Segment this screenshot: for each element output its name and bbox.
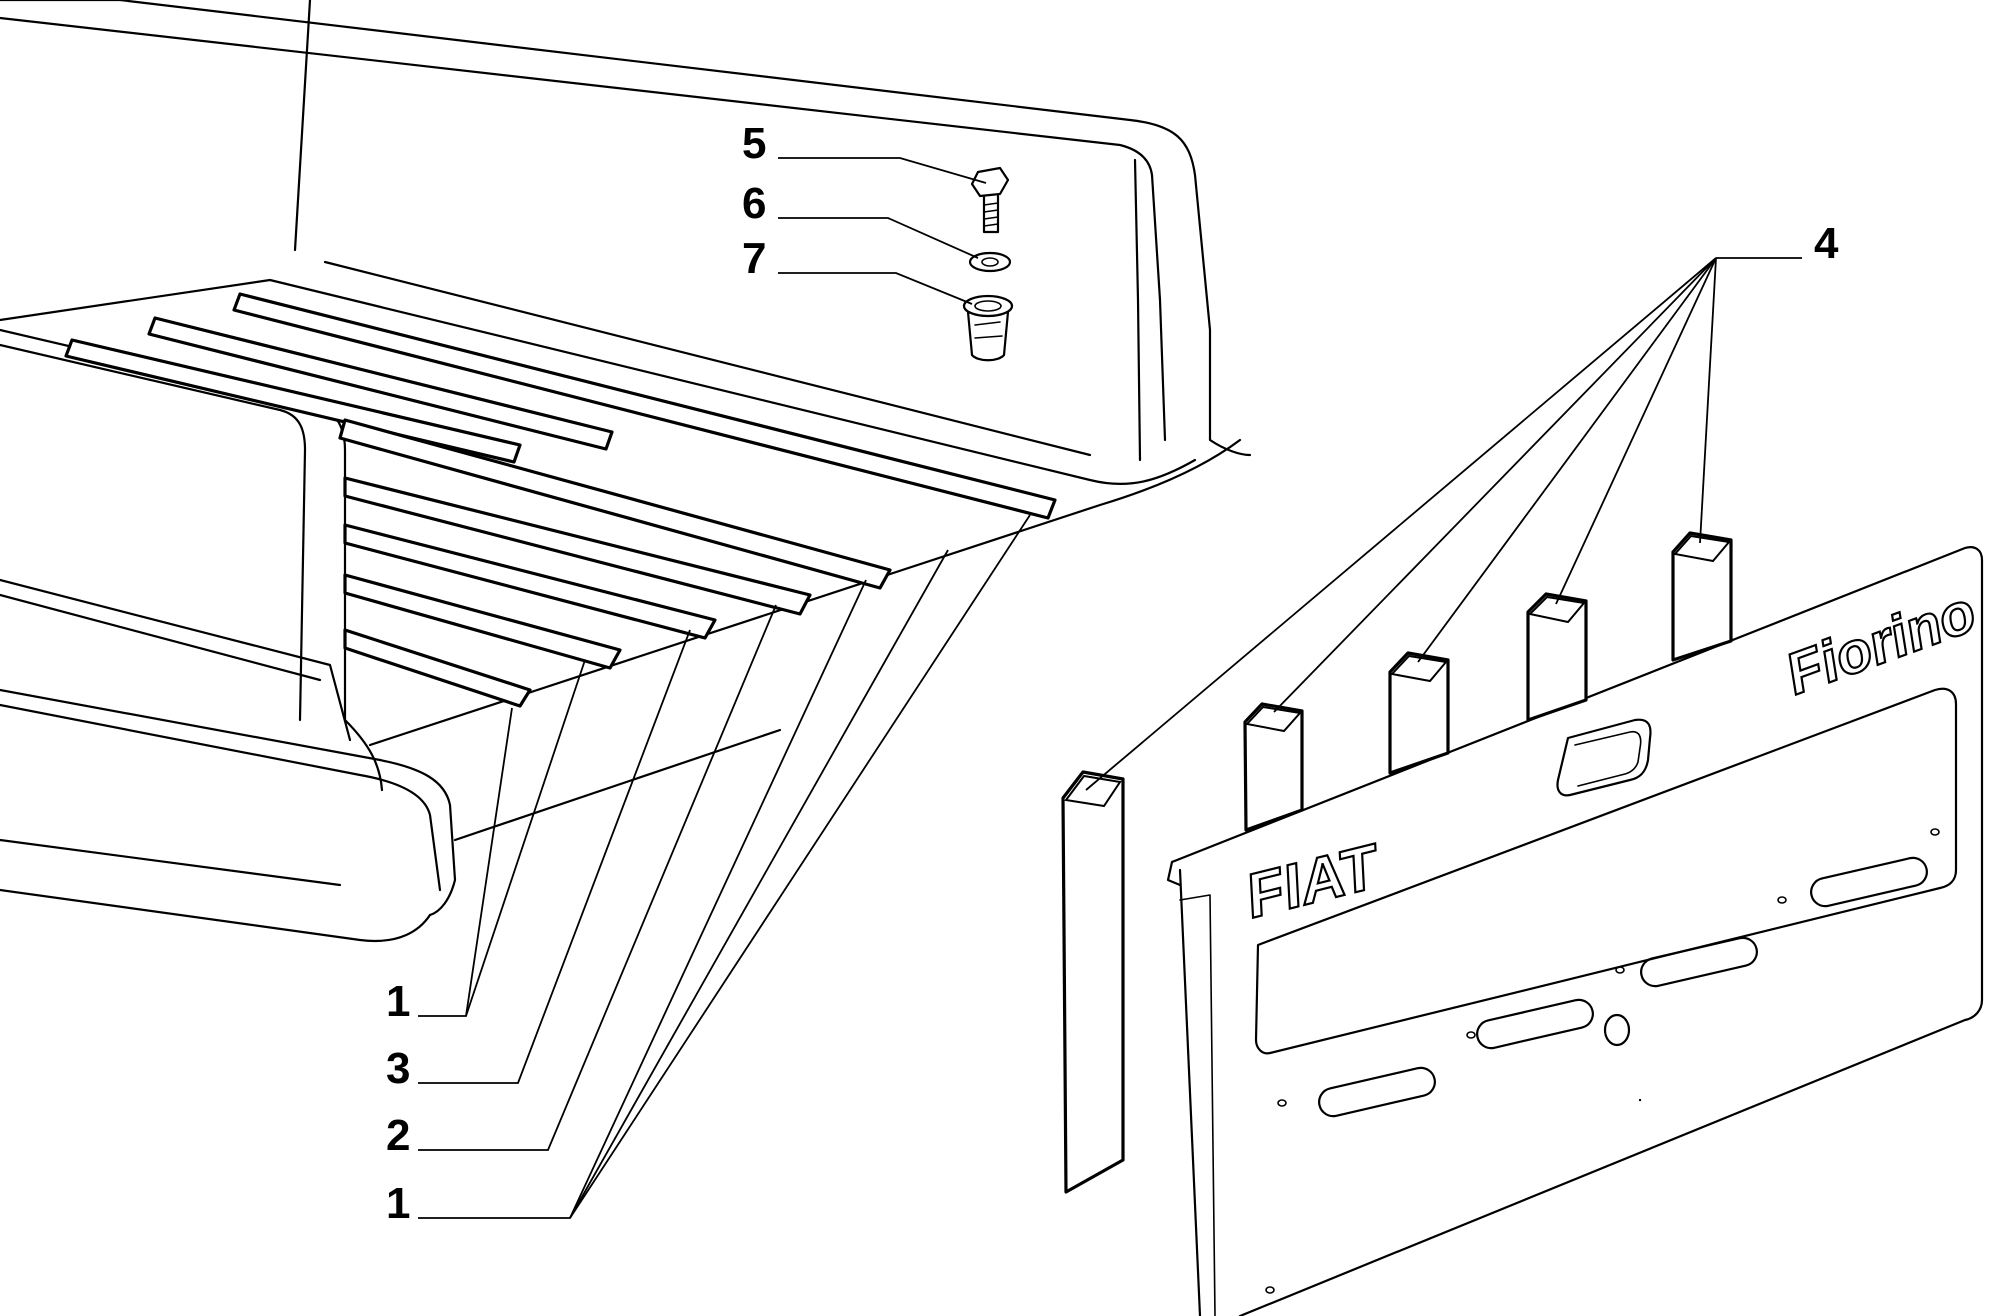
callout-6: 6	[742, 179, 766, 228]
tailgate-strips	[1061, 531, 1733, 1194]
bed-strip	[338, 418, 892, 590]
bed-strip	[343, 628, 532, 708]
callout-2: 2	[386, 1111, 410, 1160]
leader-lines	[418, 157, 1802, 1219]
callout-1-upper: 1	[386, 977, 410, 1026]
bed-strip	[64, 338, 522, 464]
tailgate-strip	[1061, 770, 1125, 1194]
bed-strip	[232, 292, 1057, 520]
bed-strip	[343, 476, 812, 616]
callout-3: 3	[386, 1044, 410, 1093]
bolt	[970, 166, 1010, 234]
bed-strip	[147, 316, 614, 451]
callout-4: 4	[1814, 219, 1839, 268]
brand-badge: FIAT	[1239, 831, 1390, 931]
callouts: 5 6 7 4 1 3 2 1	[386, 119, 1839, 1228]
callout-5: 5	[742, 119, 766, 168]
callout-7: 7	[742, 234, 766, 283]
bed-strip	[343, 573, 622, 670]
tailgate-strip	[1526, 592, 1588, 722]
washer	[968, 251, 1012, 273]
bed-strip	[343, 523, 717, 640]
model-badge: Fiorino	[1777, 579, 1984, 707]
callout-1-lower: 1	[386, 1179, 410, 1228]
tailgate-strip	[1671, 531, 1733, 662]
rivet-nut	[962, 294, 1014, 362]
pickup-bed	[0, 0, 1252, 943]
tailgate-strip	[1388, 651, 1450, 775]
tailgate-strip	[1243, 702, 1304, 832]
bed-strips	[64, 292, 1057, 708]
